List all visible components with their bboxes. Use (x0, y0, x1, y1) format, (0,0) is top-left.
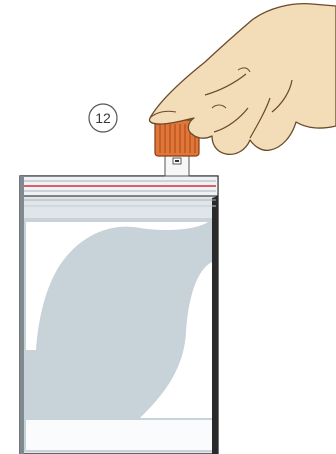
step-number-text: 12 (95, 110, 111, 126)
zip-bag-icon (20, 176, 218, 454)
step-number-badge: 12 (89, 104, 117, 132)
